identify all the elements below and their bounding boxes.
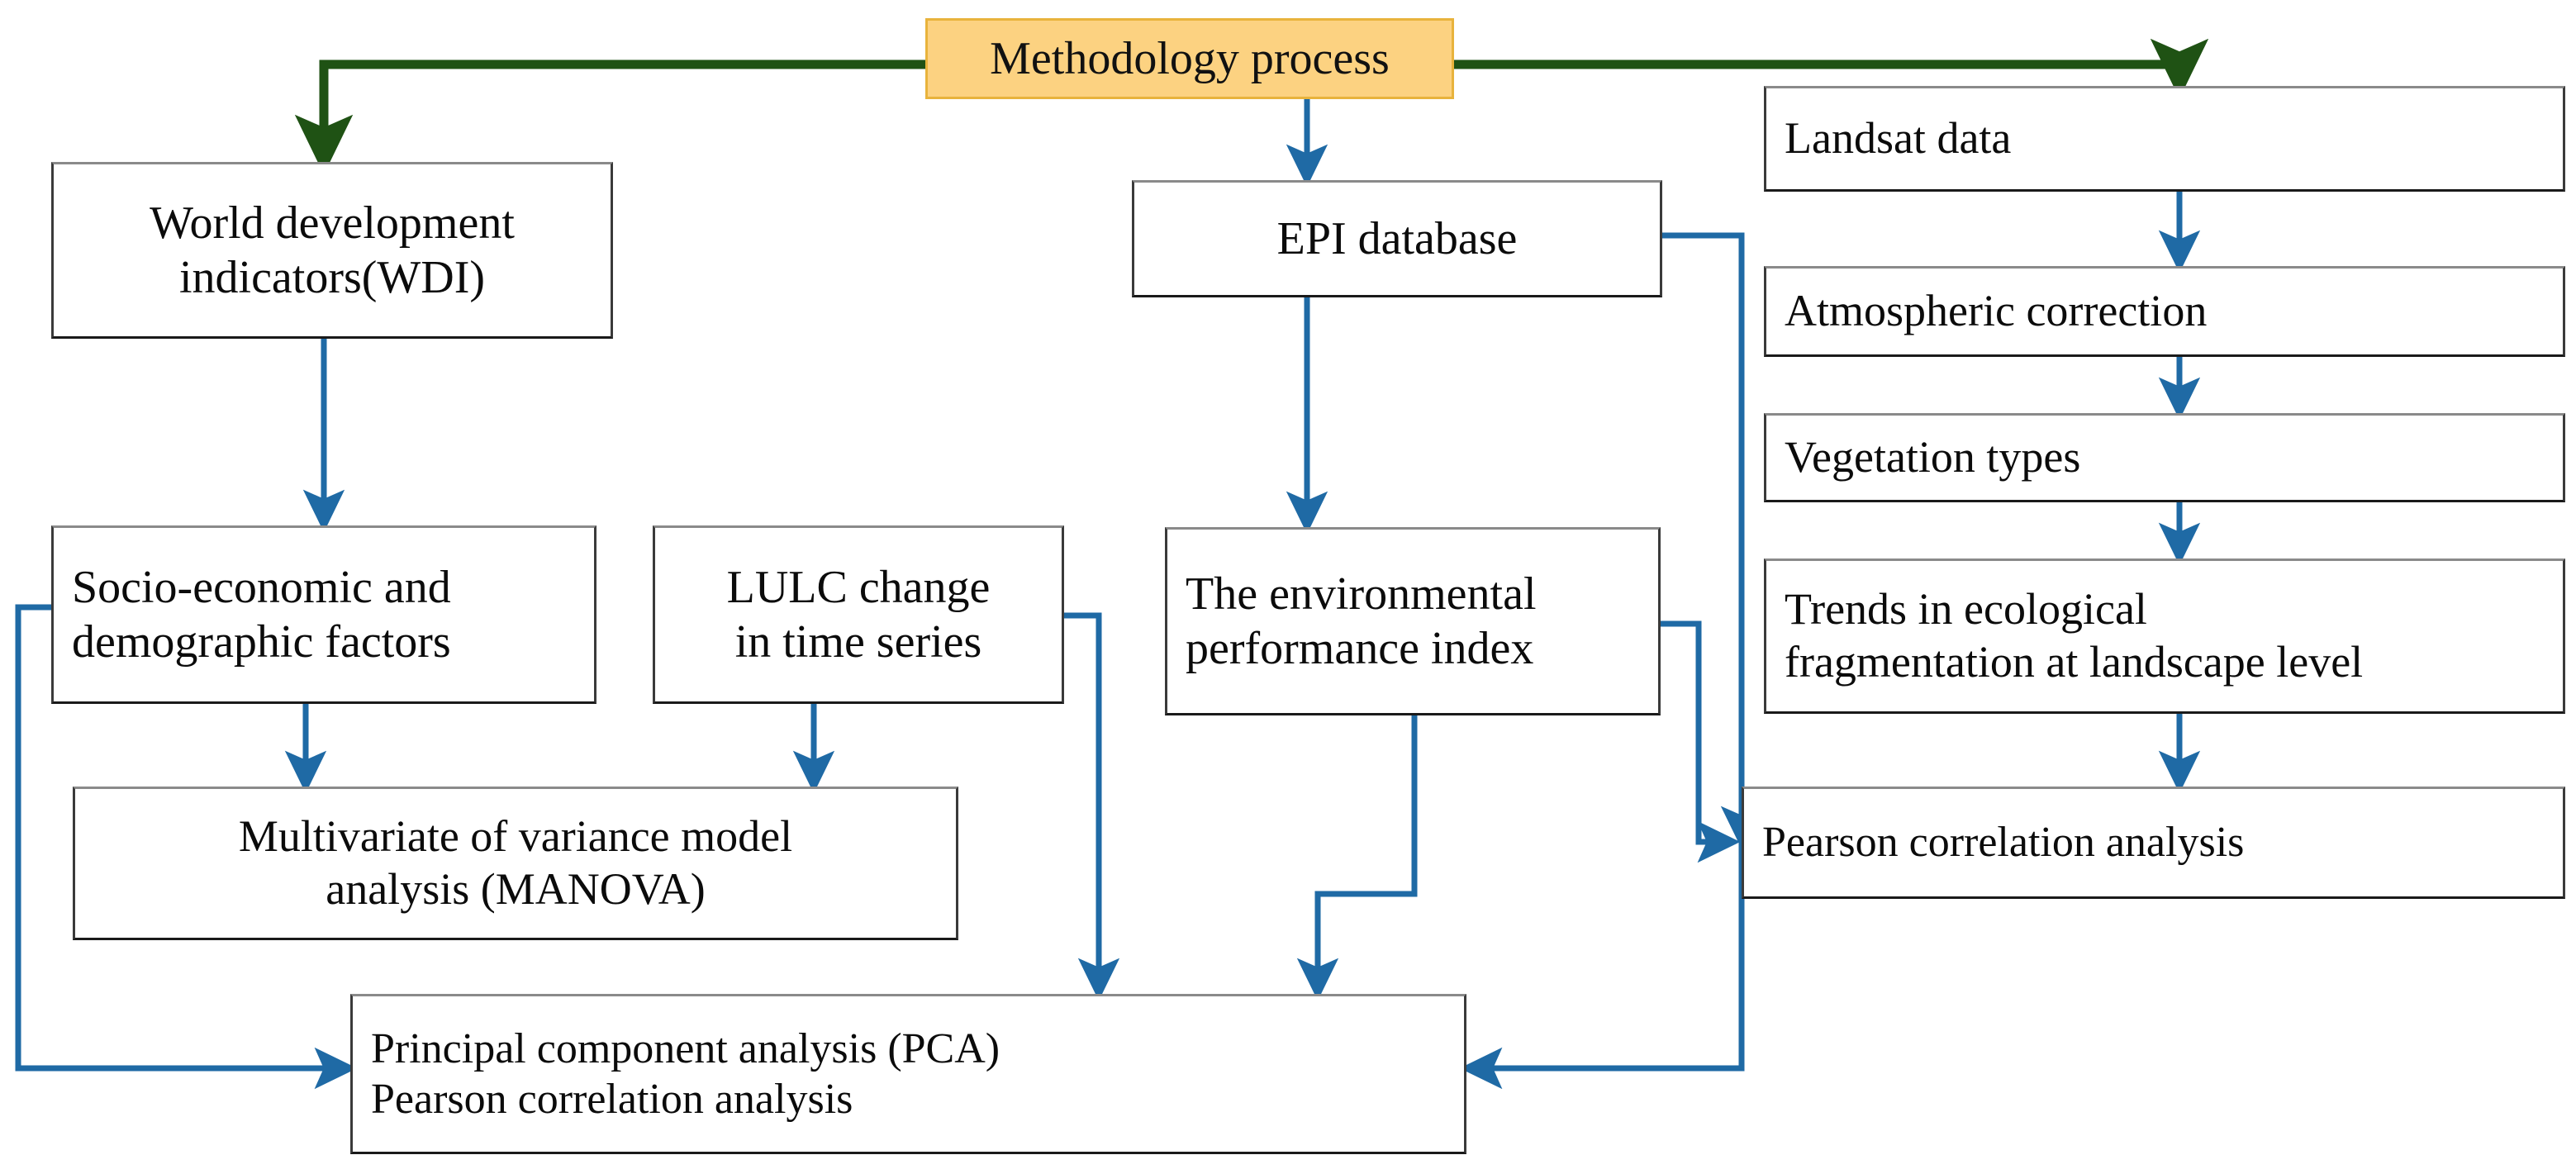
edge-methodology-to-wdi [294, 59, 925, 175]
node-label: Landsat data [1785, 113, 2012, 164]
edge-lulc-to-pca [1064, 612, 1120, 1001]
node-pearson-correlation-analysis[interactable]: Pearson correlation analysis [1742, 787, 2565, 899]
node-landsat-data[interactable]: Landsat data [1764, 86, 2565, 192]
node-label: Pearson correlation analysis [1762, 819, 2245, 867]
edge-epi-index-to-pca [1296, 715, 1418, 1001]
node-trends-ecological-fragmentation[interactable]: Trends in ecological fragmentation at la… [1764, 558, 2565, 714]
node-vegetation-types[interactable]: Vegetation types [1764, 413, 2565, 502]
node-label: LULC change in time series [726, 561, 991, 668]
node-pca-pearson[interactable]: Principal component analysis (PCA) Pears… [350, 994, 1466, 1154]
edge-epi-database-to-pearson [1662, 232, 1763, 849]
node-label: The environmental performance index [1186, 568, 1537, 674]
node-world-development-indicators[interactable]: World development indicators(WDI) [51, 162, 613, 339]
node-label: Vegetation types [1785, 432, 2081, 482]
node-methodology-process[interactable]: Methodology process [925, 18, 1454, 99]
node-label: Multivariate of variance model analysis … [238, 811, 793, 914]
node-label: Trends in ecological fragmentation at la… [1785, 584, 2364, 687]
edge-epi-index-to-pearson [1661, 620, 1741, 863]
node-label: World development indicators(WDI) [150, 197, 515, 303]
node-atmospheric-correction[interactable]: Atmospheric correction [1764, 266, 2565, 357]
node-environmental-performance-index[interactable]: The environmental performance index [1165, 527, 1661, 715]
node-lulc-change[interactable]: LULC change in time series [653, 525, 1064, 704]
node-label: Methodology process [990, 32, 1390, 84]
node-socio-economic-demographic-factors[interactable]: Socio-economic and demographic factors [51, 525, 596, 704]
edge-methodology-to-landsat [1454, 38, 2209, 99]
node-epi-database[interactable]: EPI database [1132, 180, 1662, 297]
node-label: Principal component analysis (PCA) Pears… [371, 1024, 1000, 1123]
node-manova[interactable]: Multivariate of variance model analysis … [73, 787, 958, 940]
node-label: EPI database [1276, 212, 1518, 264]
node-label: Atmospheric correction [1785, 286, 2208, 336]
edge-epi-database-to-pca [1459, 842, 1745, 1090]
node-label: Socio-economic and demographic factors [72, 561, 451, 668]
